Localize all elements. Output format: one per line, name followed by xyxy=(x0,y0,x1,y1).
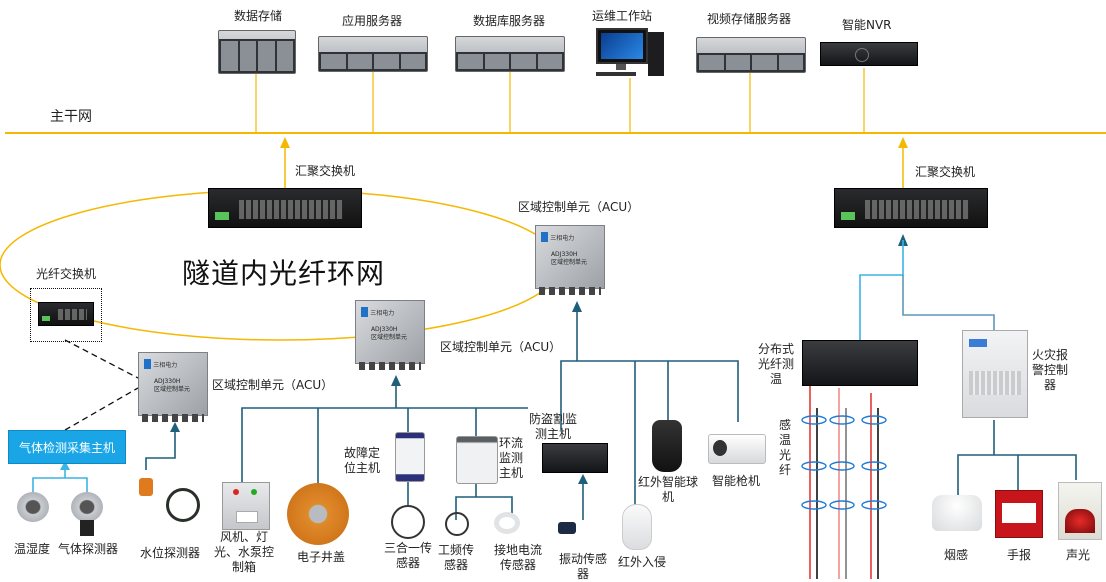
dashed-link xyxy=(64,339,139,379)
sound-light-alarm-label: 声光 xyxy=(1066,548,1091,562)
power-frequency-sensor-icon[interactable] xyxy=(445,512,469,536)
smart-nvr-label: 智能NVR xyxy=(842,18,892,32)
right-links xyxy=(859,240,904,340)
manhole-cover-label: 电子井盖 xyxy=(297,550,346,564)
antitheft-host-label: 防盗割监测主机 xyxy=(528,412,577,441)
smoke-detector-icon[interactable] xyxy=(932,495,982,531)
temp-humidity-sensor-icon[interactable] xyxy=(17,492,49,522)
agg-switch-left-label: 汇聚交换机 xyxy=(295,164,356,178)
rack-server-icon[interactable] xyxy=(455,36,565,72)
temp-humidity-label: 温湿度 xyxy=(14,542,51,556)
rack-server-icon[interactable] xyxy=(696,37,806,73)
fault-locator-label: 故障定位主机 xyxy=(343,446,380,475)
fiber-switch-icon[interactable] xyxy=(38,302,94,326)
acu-1-label: 区域控制单元（ACU） xyxy=(212,378,334,392)
vibration-sensor-icon[interactable] xyxy=(558,522,576,534)
circulation-monitor-label: 环流监测主机 xyxy=(498,436,523,480)
db-server-label: 数据库服务器 xyxy=(473,14,546,28)
app-server-label: 应用服务器 xyxy=(342,14,403,28)
acu-model-sub: 区域控制单元 xyxy=(550,258,587,266)
ground-current-label: 接地电流传感器 xyxy=(493,543,542,572)
infrared-ptz-camera-icon[interactable] xyxy=(652,420,682,472)
nvr-icon[interactable] xyxy=(820,42,918,66)
gas-links xyxy=(32,462,88,493)
arrow-up-icon xyxy=(280,137,290,148)
manual-call-point-icon[interactable] xyxy=(995,490,1043,538)
acu-2-label: 区域控制单元（ACU） xyxy=(440,340,562,354)
fire-controller-label: 火灾报警控制器 xyxy=(1031,348,1068,392)
arrow-up-icon xyxy=(898,137,908,148)
gas-detector-icon[interactable] xyxy=(71,492,103,522)
acu-model: ADJ330H xyxy=(153,377,181,385)
control-cabinet-label: 风机、灯光、水泵控制箱 xyxy=(213,530,274,574)
acu-model-sub: 区域控制单元 xyxy=(370,333,407,341)
backbone-label: 主干网 xyxy=(50,109,92,125)
three-in-one-sensor-icon[interactable] xyxy=(391,505,425,539)
smoke-detector-label: 烟感 xyxy=(944,548,969,562)
infrared-intrusion-label: 红外入侵 xyxy=(618,555,667,569)
acu-model: ADJ330H xyxy=(550,250,578,258)
aggregation-switch-icon[interactable] xyxy=(208,188,362,228)
fiber-loops xyxy=(801,415,887,510)
control-cabinet-icon[interactable] xyxy=(222,482,270,530)
sound-light-alarm-icon[interactable] xyxy=(1058,482,1102,540)
data-storage-label: 数据存储 xyxy=(234,9,283,23)
infrared-intrusion-icon[interactable] xyxy=(622,504,652,550)
aggregation-switch-icon[interactable] xyxy=(834,188,988,228)
dts-label: 分布式光纤测温 xyxy=(757,342,794,386)
sensing-fiber-label: 感温光纤 xyxy=(778,418,791,477)
ops-workstation-label: 运维工作站 xyxy=(592,9,653,23)
acu-brand: 三相电力 xyxy=(153,361,178,369)
circulation-monitor-host-icon[interactable] xyxy=(456,436,498,484)
fire-alarm-controller-icon[interactable] xyxy=(962,330,1028,418)
acu-brand: 三相电力 xyxy=(370,309,395,317)
fiber-switch-box xyxy=(30,288,102,342)
acu-brand: 三相电力 xyxy=(550,234,575,242)
acu-model-sub: 区域控制单元 xyxy=(153,385,190,393)
water-level-cable xyxy=(166,488,200,522)
manual-call-point-label: 手报 xyxy=(1007,548,1032,562)
smart-bullet-label: 智能枪机 xyxy=(712,474,761,488)
ground-current-sensor-icon[interactable] xyxy=(494,512,520,534)
distributed-fiber-temp-host-icon[interactable] xyxy=(802,340,918,386)
desktop-pc-icon[interactable] xyxy=(596,28,666,80)
infrared-ptz-label: 红外智能球机 xyxy=(637,475,698,504)
fiber-ring-title: 隧道内光纤环网 xyxy=(182,257,386,290)
water-level-label: 水位探测器 xyxy=(140,546,201,560)
acu-3-label: 区域控制单元（ACU） xyxy=(518,200,640,214)
storage-array-icon[interactable] xyxy=(218,30,296,74)
vibration-sensor-label: 振动传感器 xyxy=(558,552,607,581)
power-frequency-label: 工频传感器 xyxy=(437,543,474,572)
fiber-switch-label: 光纤交换机 xyxy=(36,267,97,281)
electronic-manhole-cover-icon[interactable] xyxy=(287,483,349,545)
agg-switch-right-label: 汇聚交换机 xyxy=(915,165,976,179)
server-drops xyxy=(255,68,865,133)
gas-detector-body xyxy=(80,520,94,536)
antitheft-host-icon[interactable] xyxy=(542,443,608,473)
gas-detector-label: 气体探测器 xyxy=(58,542,119,556)
smart-bullet-camera-icon[interactable] xyxy=(708,434,766,464)
fire-uplink xyxy=(902,275,995,330)
rack-server-icon[interactable] xyxy=(318,36,428,72)
sensing-fibers xyxy=(809,382,879,579)
arrow-up-icon xyxy=(60,461,70,470)
three-in-one-label: 三合一传感器 xyxy=(383,541,432,570)
video-storage-label: 视频存储服务器 xyxy=(707,12,792,26)
gas-host-box[interactable]: 气体检测采集主机 xyxy=(8,430,126,464)
water-level-detector-icon[interactable] xyxy=(139,478,153,496)
acu-links xyxy=(145,305,1077,520)
fault-locator-host-icon[interactable] xyxy=(395,432,425,482)
dashed-link xyxy=(64,387,139,431)
acu-model: ADJ330H xyxy=(370,325,398,333)
